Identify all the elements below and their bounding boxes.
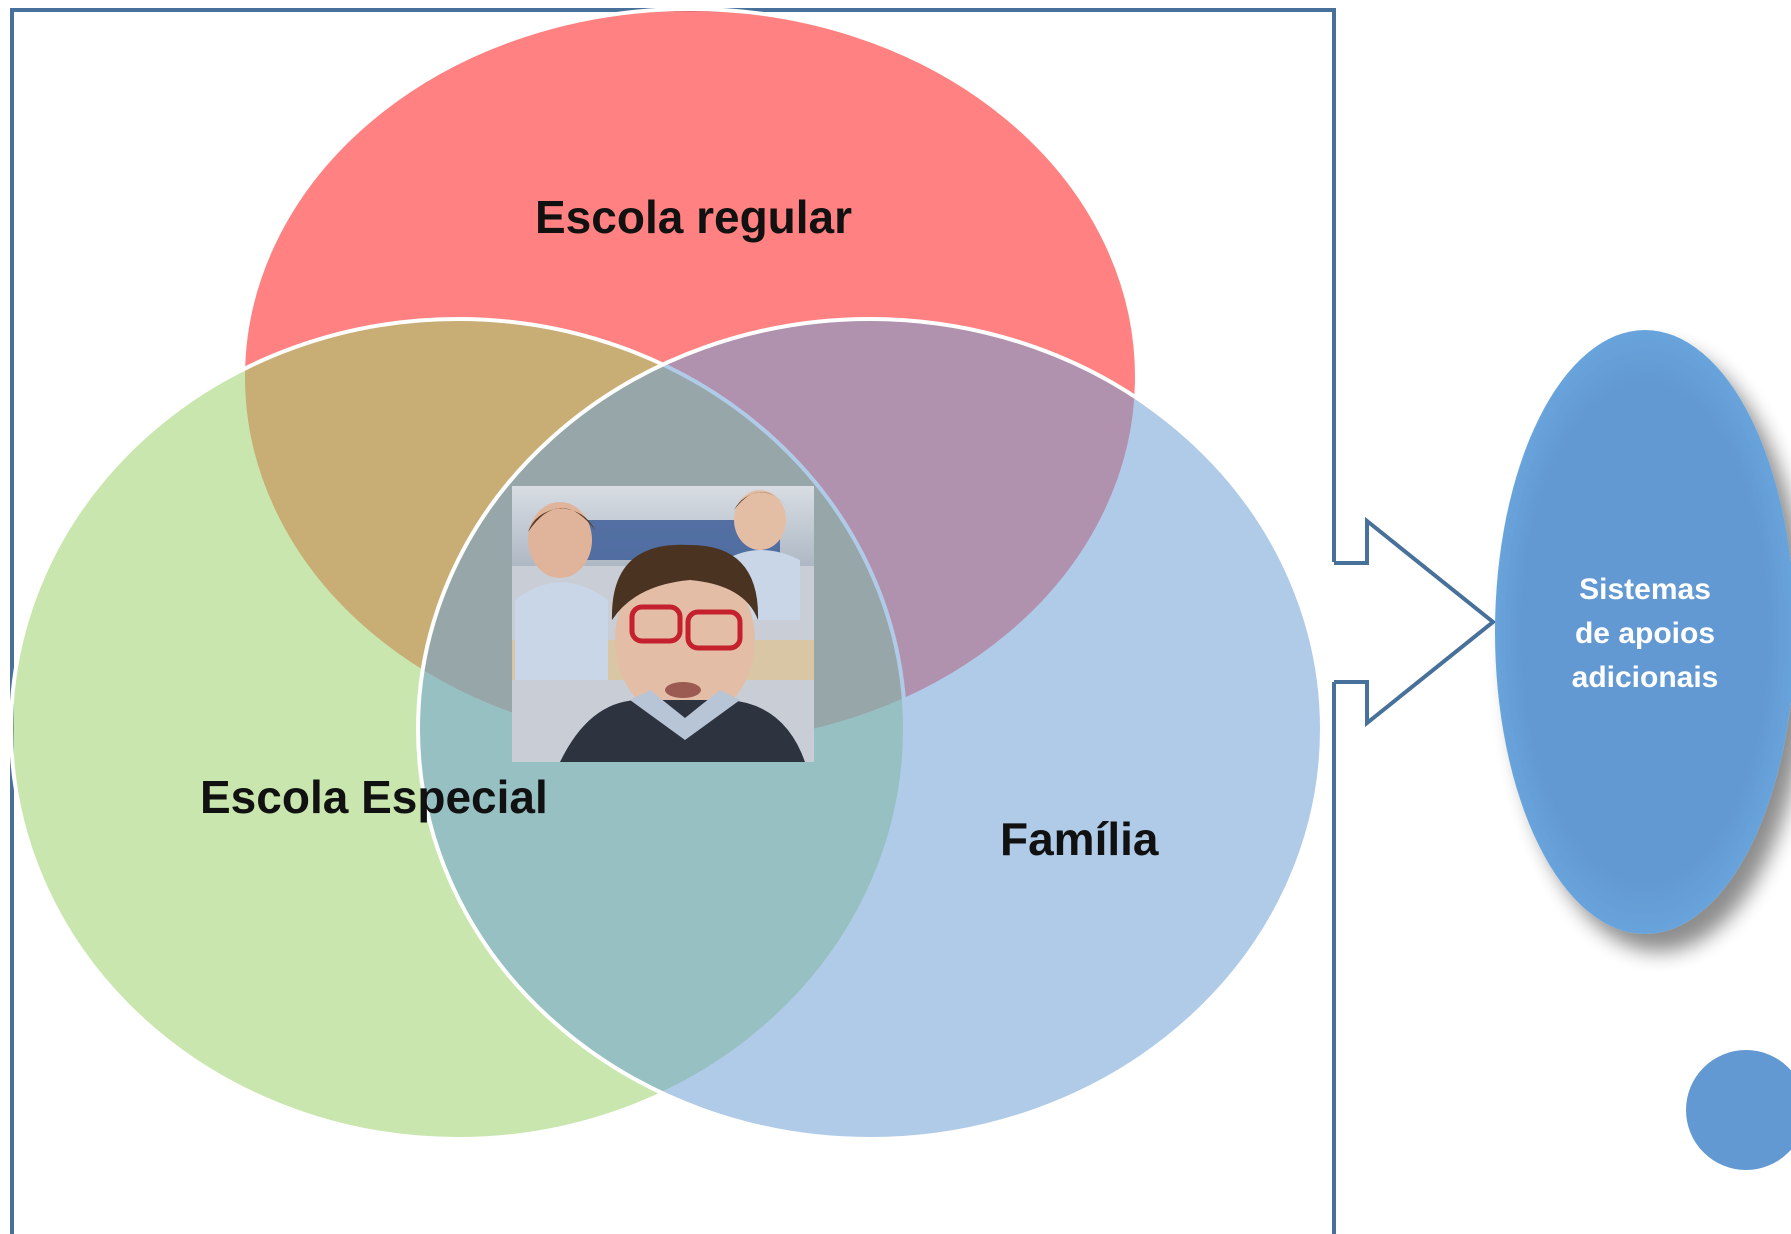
outcome-oval bbox=[1495, 330, 1791, 934]
outcome-line: Sistemas bbox=[1579, 573, 1711, 606]
outcome-line: adicionais bbox=[1571, 661, 1719, 694]
label-familia: Família bbox=[1000, 813, 1159, 865]
outcome-line: de apoios bbox=[1574, 617, 1716, 650]
decorative-circle-icon bbox=[1686, 1050, 1791, 1170]
label-escola-regular: Escola regular bbox=[535, 191, 853, 243]
outcome-label: Sistemas de apoios adicionais bbox=[1500, 568, 1790, 700]
label-escola-especial: Escola Especial bbox=[200, 771, 548, 823]
arrow-right-icon bbox=[1334, 516, 1497, 728]
student-photo-icon bbox=[512, 486, 814, 762]
